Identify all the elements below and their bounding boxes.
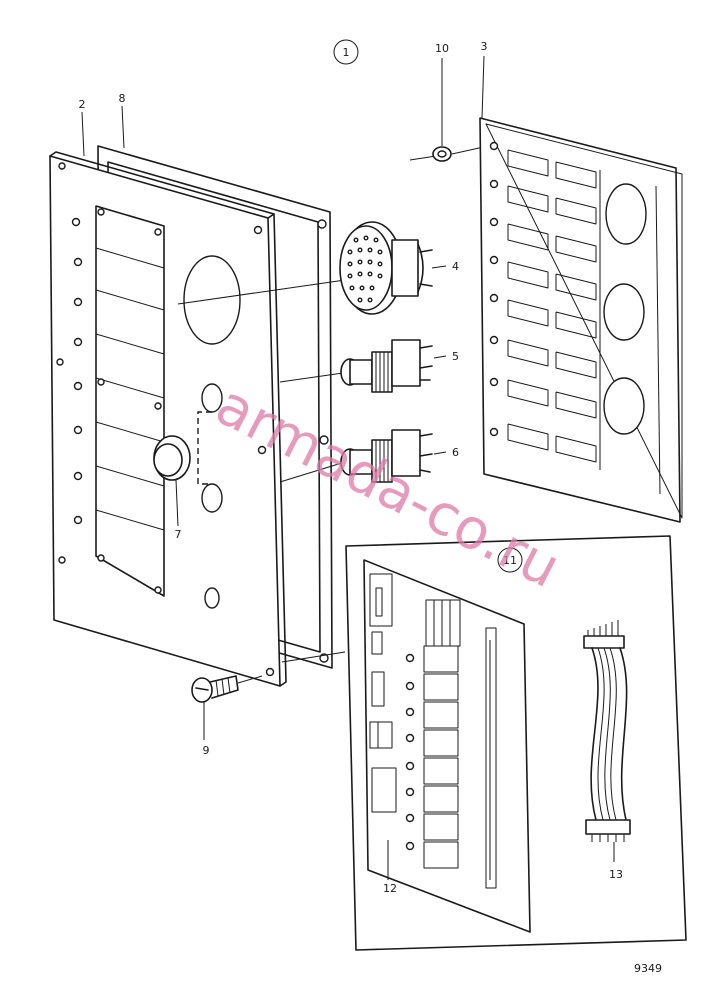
kit-frame-part-11: [345, 535, 687, 951]
callout-6: 6: [452, 446, 459, 459]
buzzer-part-4: [339, 221, 447, 315]
switch-part-6: [340, 429, 447, 483]
label-plate-part-3: [479, 55, 683, 523]
callout-labels: 1 2 3 4 5 6 7 8 9 10 11 12 13: [79, 39, 623, 895]
callout-4: 4: [452, 260, 459, 273]
callout-5: 5: [452, 350, 459, 363]
relay-block: [423, 599, 461, 869]
callout-11: 11: [503, 554, 517, 567]
figure-reference-number: 9349: [634, 962, 662, 975]
front-panel-part-2: [49, 151, 287, 687]
callout-7: 7: [175, 528, 182, 541]
callout-1: 1: [343, 46, 350, 59]
callout-9: 9: [203, 744, 210, 757]
callout-10: 10: [435, 42, 449, 55]
switch-part-5: [340, 339, 447, 393]
nut-part-10: [432, 58, 452, 162]
circuit-board-part-12: [363, 559, 531, 933]
callout-circle-1: [333, 39, 359, 65]
callout-2: 2: [79, 98, 86, 111]
buzzer-grille: [347, 235, 383, 303]
callout-circle-11: [497, 547, 523, 573]
ribbon-cable-part-13: [583, 620, 631, 862]
callout-8: 8: [119, 92, 126, 105]
label-rows: [507, 149, 597, 463]
screw-part-9: [191, 675, 263, 740]
callout-13: 13: [609, 868, 623, 881]
callout-3: 3: [481, 40, 488, 53]
callout-12: 12: [383, 882, 397, 895]
